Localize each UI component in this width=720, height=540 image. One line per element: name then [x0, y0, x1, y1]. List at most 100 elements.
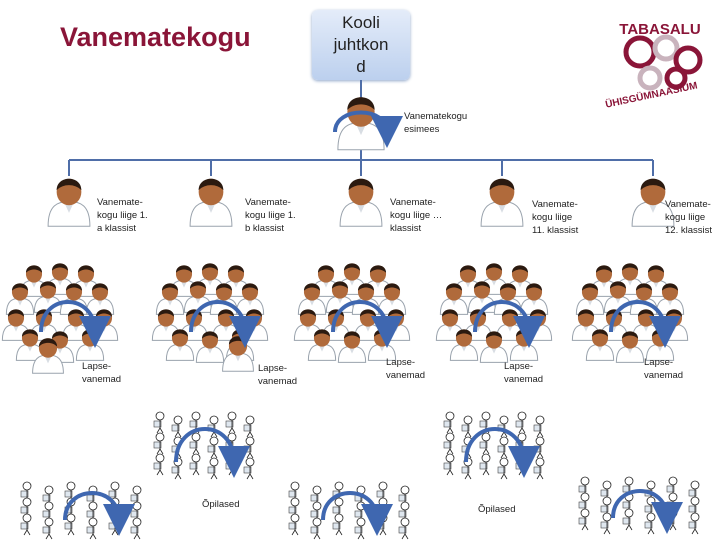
parent-person [195, 331, 225, 363]
student-figure [443, 453, 455, 476]
logo-ring [652, 34, 680, 62]
logo-ring [664, 66, 688, 90]
parent-person [165, 329, 195, 361]
parent-person [479, 331, 509, 363]
member-person-4 [480, 178, 524, 227]
student-figure [153, 453, 165, 476]
school-management-box [312, 10, 410, 80]
parent-person [5, 283, 35, 315]
student-figure [479, 411, 491, 434]
student-figure [644, 512, 656, 535]
member-person-3 [339, 178, 383, 227]
arrow-parents-2 [189, 300, 261, 348]
member-person-2 [189, 178, 233, 227]
parents-label-4: Lapse-vanemad [504, 361, 544, 385]
student-figure [461, 415, 473, 438]
student-figure [332, 513, 344, 536]
student-figure [600, 512, 612, 535]
page-title: Vanematekogu [60, 22, 251, 52]
arrow-parents-1 [39, 300, 111, 348]
student-figure [20, 513, 32, 536]
student-figure [130, 517, 142, 540]
student-figure [189, 432, 201, 455]
arrow-students-5 [611, 489, 683, 534]
student-figure [622, 508, 634, 531]
parent-person [33, 281, 63, 313]
parents-label-2: Lapse-vanemad [258, 363, 298, 387]
member-label-1a: Vanemate-kogu liige 1.a klassist [97, 197, 148, 234]
member-label-1b: Vanemate-kogu liige 1.b klassist [245, 197, 296, 234]
arrow-chair [333, 110, 403, 148]
student-figure [243, 415, 255, 438]
parent-person [15, 329, 45, 361]
student-figure [189, 411, 201, 434]
student-figure [86, 517, 98, 540]
student-figure [688, 512, 700, 535]
parent-person [519, 283, 549, 315]
student-figure [533, 457, 545, 480]
arrow-parents-3 [331, 300, 403, 348]
logo-ring [623, 35, 657, 69]
member-person-5 [631, 178, 675, 227]
student-figure [479, 453, 491, 476]
student-figure [354, 517, 366, 540]
student-figure [225, 411, 237, 434]
parent-person [293, 309, 323, 341]
member-person-1 [47, 178, 91, 227]
student-figure [332, 497, 344, 520]
student-figure [578, 508, 590, 531]
parents-label-5: Lapse-vanemad [644, 357, 684, 381]
parent-person [337, 331, 367, 363]
student-figure [207, 457, 219, 480]
student-figure [153, 411, 165, 434]
student-figure [497, 457, 509, 480]
student-figure [189, 453, 201, 476]
student-figure [515, 411, 527, 434]
student-figure [533, 415, 545, 438]
parent-person [603, 281, 633, 313]
parent-person [615, 263, 645, 295]
student-figure [443, 411, 455, 434]
arrow-parents-4 [473, 300, 545, 348]
parent-person [467, 281, 497, 313]
student-figure [398, 517, 410, 540]
parent-person [307, 329, 337, 361]
student-figure [288, 497, 300, 520]
logo-top-text: TABASALU [619, 21, 700, 38]
chair-person [337, 97, 385, 151]
parent-person [439, 283, 469, 315]
school-logo: TABASALU ÜHISGÜMNAASIUM [604, 21, 703, 111]
student-figure [479, 432, 491, 455]
student-figure [243, 457, 255, 480]
student-figure [171, 415, 183, 438]
arrow-students-3 [63, 491, 135, 536]
arrow-students-1 [174, 427, 250, 478]
member-label-middle: Vanemate-kogu liige …klassist [390, 197, 443, 234]
student-figure [243, 436, 255, 459]
student-figure [310, 517, 322, 540]
student-figure [533, 436, 545, 459]
student-figure [207, 415, 219, 438]
student-figure [497, 415, 509, 438]
parent-person [449, 329, 479, 361]
parent-person [325, 281, 355, 313]
parent-person [183, 281, 213, 313]
student-figure [42, 517, 54, 540]
logo-bottom-text: ÜHISGÜMNAASIUM [604, 78, 699, 110]
logo-ring [673, 45, 703, 75]
arrow-students-4 [321, 491, 393, 536]
parents-label-3: Lapse-vanemad [386, 357, 426, 381]
student-figure [207, 436, 219, 459]
parent-person [585, 329, 615, 361]
parent-person [59, 283, 89, 315]
student-figure [497, 436, 509, 459]
students-label-2: Õpilased [478, 504, 516, 515]
parent-person [32, 338, 64, 374]
student-figure [153, 432, 165, 455]
logo-ring [637, 65, 663, 91]
students-label-1: Õpilased [202, 499, 240, 510]
